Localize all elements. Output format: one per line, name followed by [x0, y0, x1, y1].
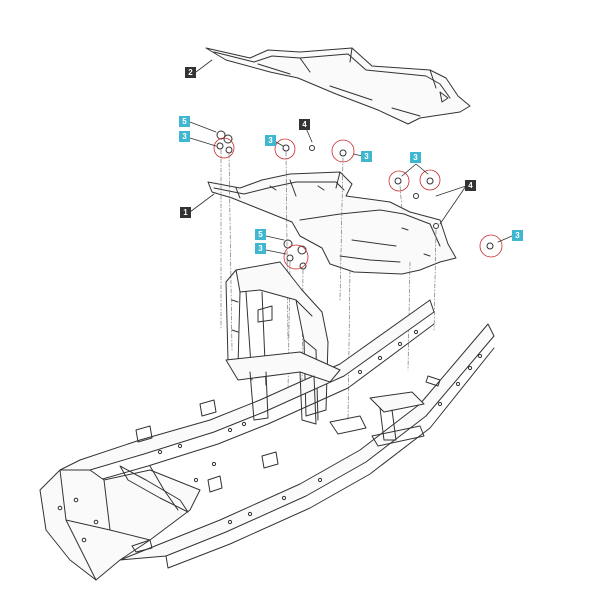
upper-skid-plate	[205, 47, 471, 125]
assembly-lines	[220, 149, 437, 421]
callout-part-5: 5	[179, 116, 190, 127]
callout-part-3: 3	[255, 243, 266, 254]
callout-part-1: 1	[180, 207, 191, 218]
callout-part-4: 4	[299, 119, 310, 130]
callout-part-3: 3	[179, 131, 190, 142]
lower-skid-plate	[207, 171, 457, 275]
callout-part-3: 3	[410, 152, 421, 163]
callout-part-3: 3	[265, 135, 276, 146]
callout-part-4: 4	[465, 180, 476, 191]
highlight-circles	[213, 137, 503, 270]
front-bumper-tray	[39, 465, 201, 581]
callout-part-2: 2	[185, 67, 196, 78]
leader-lines	[189, 59, 513, 255]
callout-part-5: 5	[255, 229, 266, 240]
callout-part-3: 3	[512, 230, 523, 241]
callout-part-3: 3	[361, 151, 372, 162]
